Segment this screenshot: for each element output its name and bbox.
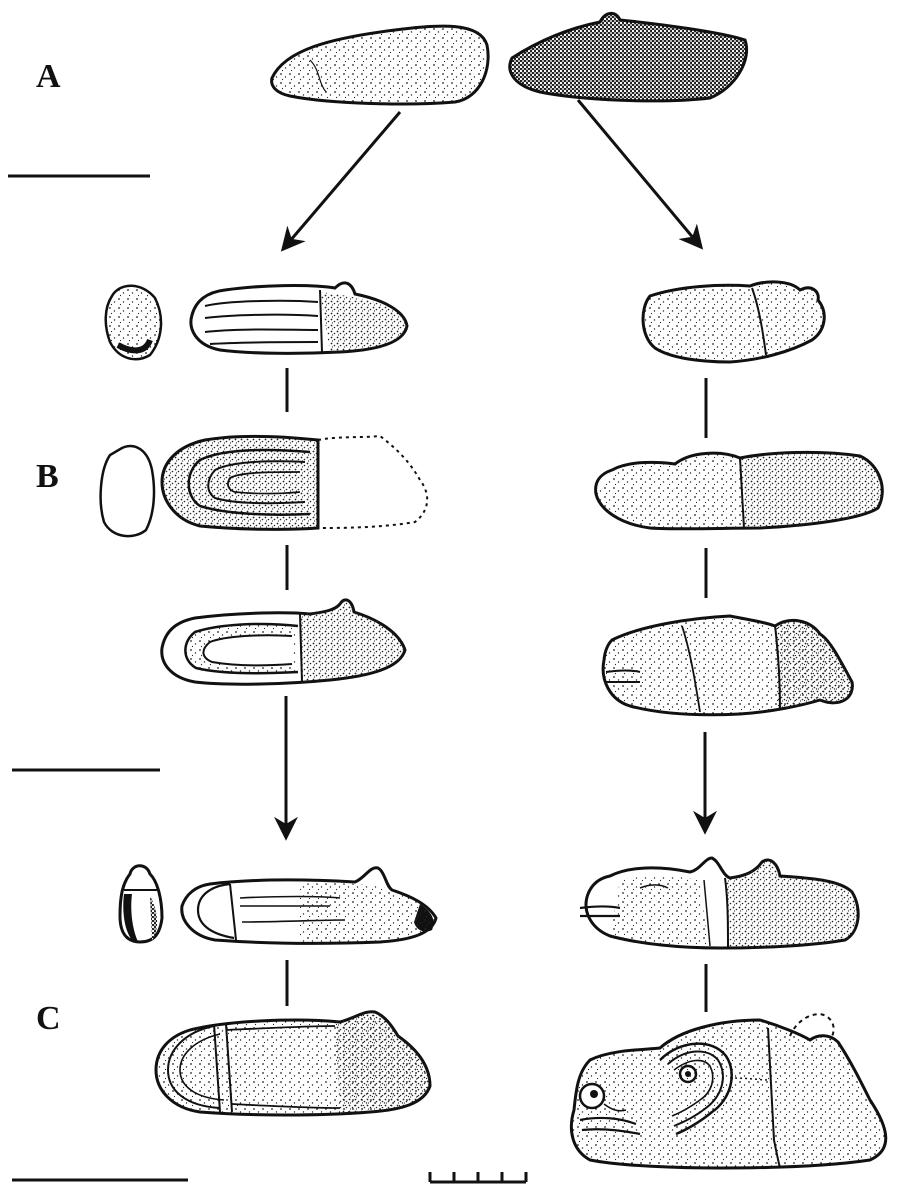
pebble-a-left: [272, 26, 488, 104]
figure-b2-right: [596, 452, 883, 529]
figure-c2-right: [571, 1014, 885, 1168]
section-outline-b2: [101, 446, 154, 536]
figure-b1-right: [643, 282, 824, 362]
figure-c2-left: [156, 1012, 430, 1115]
figure-b3-left: [162, 600, 405, 684]
scale-bar: [430, 1172, 526, 1182]
figure-b1-left: [191, 283, 407, 353]
section-pebble-b1: [106, 286, 161, 359]
figure-b2-left: [162, 436, 427, 529]
arrow-a-to-b-left: [284, 112, 400, 248]
figure-c1-right: [580, 858, 858, 948]
arrow-a-to-b-right: [578, 100, 700, 246]
figure-c1-left: [182, 868, 436, 944]
figure-b3-right: [603, 616, 852, 715]
pebble-a-right: [510, 13, 747, 100]
section-pebble-c1: [120, 866, 162, 942]
